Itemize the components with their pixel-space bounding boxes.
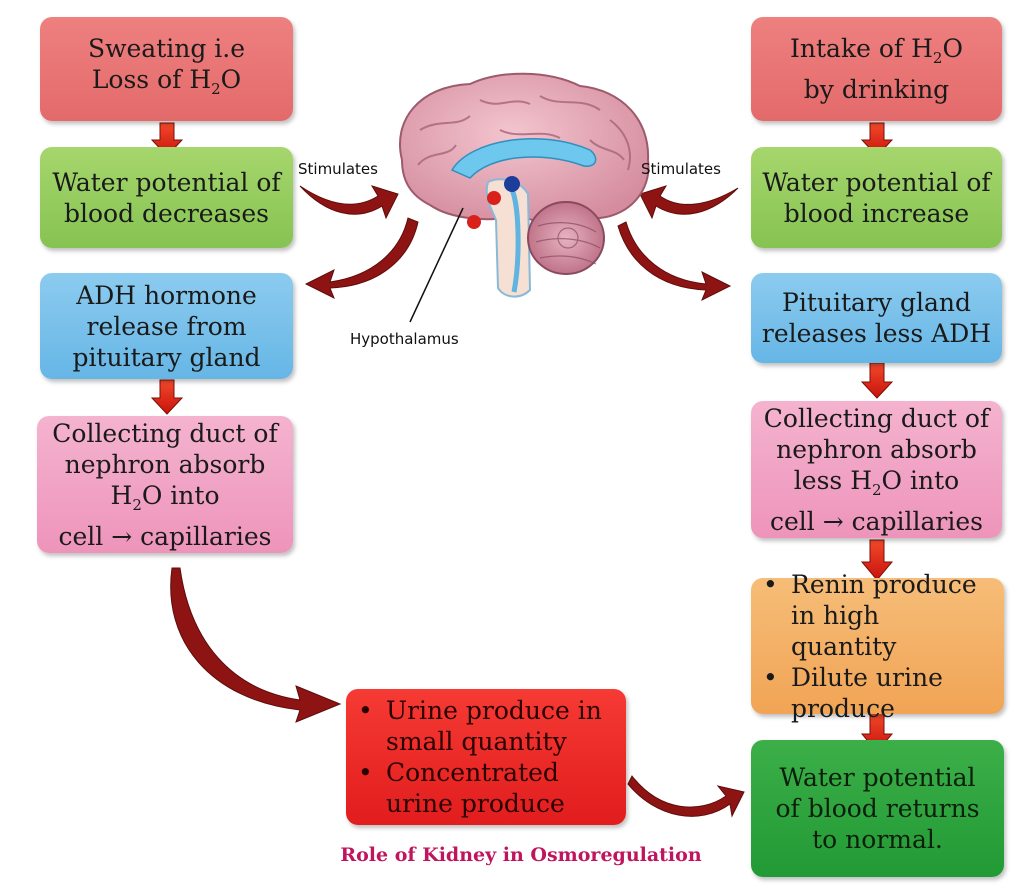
box-renin: Renin produce in high quantity Dilute ur… <box>751 569 1004 723</box>
box-line: Collecting duct of <box>763 403 990 433</box>
box-line: nephron absorb <box>64 449 266 479</box>
box-line: releases less ADH <box>761 319 992 348</box>
text-part: Loss of H <box>91 65 212 94</box>
box-line: of blood returns <box>775 794 980 823</box>
box-line: cell → capillaries <box>769 506 983 536</box>
box-line: cell → capillaries <box>58 521 272 551</box>
label-stimulates-right: Stimulates <box>641 160 721 178</box>
text-part: O <box>220 65 242 94</box>
down-arrow-left-2 <box>150 379 184 415</box>
subscript: 2 <box>211 80 221 98</box>
curved-arrow-brain-to-adh <box>304 217 419 300</box>
box-line: nephron absorb <box>776 434 977 464</box>
subscript: 2 <box>932 49 943 67</box>
box-line: pituitary gland <box>72 342 261 372</box>
subscript: 2 <box>872 480 882 499</box>
box-line: by drinking <box>803 75 950 104</box>
box-line: Water potential of <box>762 167 991 197</box>
curved-arrow-to-normal-box <box>627 775 745 818</box>
urine-list: Urine produce in small quantity Concentr… <box>352 695 612 819</box>
down-arrow-right-2 <box>860 362 894 399</box>
label-hypothalamus: Hypothalamus <box>350 330 459 348</box>
box-line: Pituitary gland <box>782 288 971 317</box>
text-part: less H <box>793 465 872 495</box>
text-part: H <box>110 480 133 510</box>
box-sweating-line2: Loss of H2O <box>88 64 245 105</box>
box-line: less H2O into <box>764 465 989 506</box>
renin-bullet-1: Renin produce in high quantity <box>757 569 992 662</box>
box-line: release from <box>86 311 247 341</box>
box-returns-to-normal: Water potential of blood returns to norm… <box>751 740 1004 877</box>
diagram-caption: Role of Kidney in Osmoregulation <box>340 844 702 866</box>
box-line: Collecting duct of <box>52 418 278 448</box>
text-part: O <box>942 34 963 63</box>
renin-bullet-2: Dilute urine produce <box>757 662 992 724</box>
box-line: to normal. <box>812 825 943 854</box>
box-water-potential-increase: Water potential of blood increase <box>751 147 1002 248</box>
curved-arrow-brain-to-pituitary <box>617 221 732 302</box>
box-line: Water potential of <box>52 167 281 197</box>
box-line: blood increase <box>783 198 970 228</box>
box-line: ADH hormone <box>76 280 257 310</box>
box-collecting-duct-left: Collecting duct of nephron absorb H2O in… <box>37 416 293 553</box>
box-pituitary-less-adh: Pituitary gland releases less ADH <box>751 273 1002 363</box>
box-line: H2O into <box>52 480 277 521</box>
text-part: Intake of H <box>790 34 933 63</box>
box-line: Water potential <box>779 763 976 792</box>
box-sweating: Sweating i.e Loss of H2O <box>40 17 293 121</box>
box-line: Intake of H2O <box>790 33 963 74</box>
text-part: O into <box>881 465 960 495</box>
box-sweating-line1: Sweating i.e <box>87 34 246 63</box>
subscript: 2 <box>132 495 142 514</box>
box-intake-drinking: Intake of H2O by drinking <box>751 17 1002 121</box>
urine-bullet-1: Urine produce in small quantity <box>352 695 612 757</box>
urine-bullet-2: Concentrated urine produce <box>352 757 612 819</box>
box-line: blood decreases <box>64 198 269 228</box>
text-part: O into <box>141 480 220 510</box>
box-adh-release: ADH hormone release from pituitary gland <box>40 273 293 379</box>
curved-arrow-to-brain-right <box>639 185 739 220</box>
box-collecting-duct-right: Collecting duct of nephron absorb less H… <box>751 401 1002 538</box>
box-water-potential-decreases: Water potential of blood decreases <box>40 147 293 248</box>
label-stimulates-left: Stimulates <box>298 160 378 178</box>
renin-list: Renin produce in high quantity Dilute ur… <box>757 569 992 724</box>
brain-illustration <box>399 72 650 323</box>
box-urine-small-quantity: Urine produce in small quantity Concentr… <box>346 689 626 825</box>
curved-arrow-to-center-box <box>170 567 342 723</box>
curved-arrow-to-brain-left <box>299 185 399 220</box>
